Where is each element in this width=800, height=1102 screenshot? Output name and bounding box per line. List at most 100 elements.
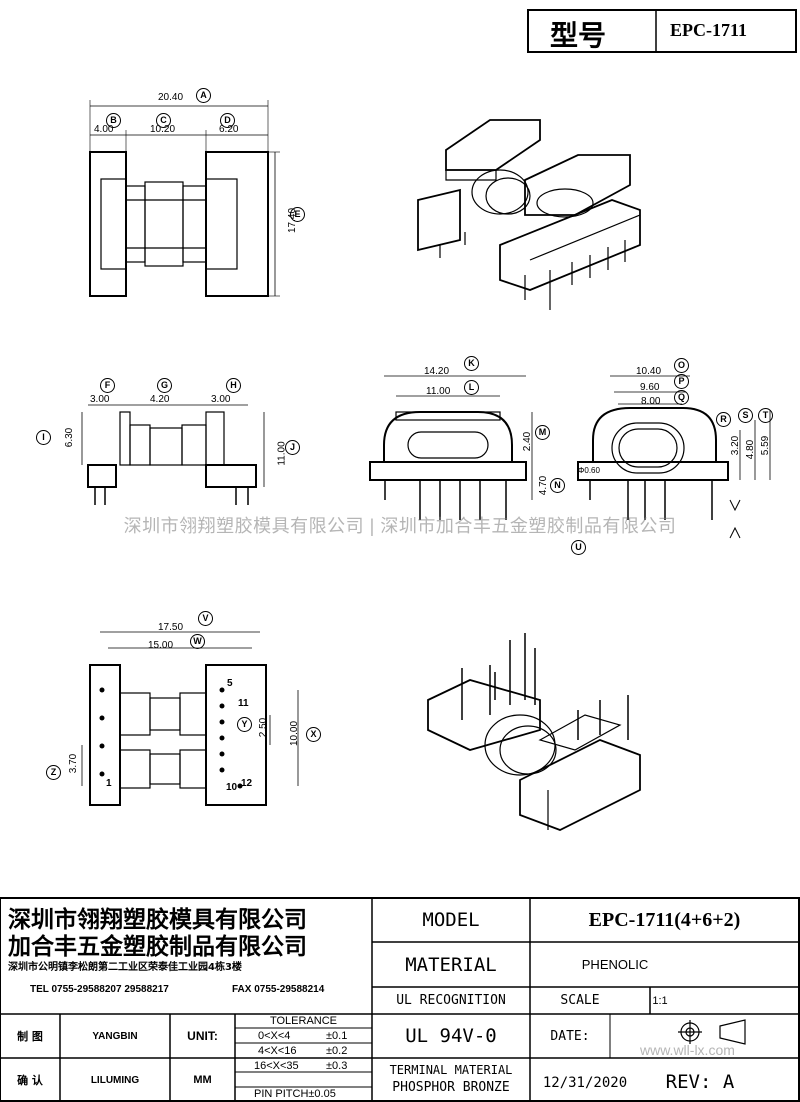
pin-5: 5 [227,678,233,689]
terminal-value: PHOSPHOR BRONZE [392,1079,510,1095]
tolerance-range-3: 16<X<35 [254,1060,299,1072]
callout-a: A [196,88,211,103]
unit-label: UNIT: [187,1029,218,1043]
company-address: 深圳市公明镇李松朗第二工业区荣泰佳工业园4栋3楼 [8,962,242,973]
callout-k: K [464,356,479,371]
dim-s: 4.80 [745,439,757,460]
callout-x: X [306,727,321,742]
material-value: PHENOLIC [581,957,649,972]
tolerance-label: TOLERANCE [269,1015,338,1027]
dim-c: 10.20 [150,124,176,135]
model-value: EPC-1711(4+6+2) [588,908,741,931]
iso-view-bottom [427,633,641,831]
scale-label: SCALE [560,993,600,1008]
dim-r: 3.20 [730,435,742,456]
callout-s: S [738,408,753,423]
tolerance-value-1: ±0.1 [326,1030,348,1042]
callout-r: R [716,412,731,427]
dim-k: 14.20 [424,366,450,377]
callout-b: B [106,113,121,128]
watermark-site: www.wll-lx.com [640,1042,735,1058]
pin-pitch: PIN PITCH±0.05 [254,1088,336,1100]
drawn-by: YANGBIN [92,1030,138,1042]
callout-c: C [156,113,171,128]
pin-12: 12 [241,778,253,789]
dim-m: 2.40 [522,431,534,452]
scale-value: 1:1 [652,994,668,1007]
callout-g: G [157,378,172,393]
tolerance-range-2: 4<X<16 [258,1045,297,1057]
tolerance-value-3: ±0.3 [326,1060,348,1072]
dim-u-value: Φ0.60 [578,466,600,475]
callout-o: O [674,358,689,373]
title-block-grid [0,897,800,1102]
callout-z: Z [46,765,61,780]
callout-i: I [36,430,51,445]
drawn-label: 制 图 [17,1030,43,1043]
dim-h: 3.00 [211,394,231,405]
dim-y: 2.50 [258,717,270,738]
dim-d: 6.20 [219,124,239,135]
callout-d: D [220,113,235,128]
company-tel: TEL 0755-29588207 29588217 [30,984,169,995]
callout-u: U [571,540,586,555]
callout-w: W [190,634,205,649]
dim-t: 5.59 [760,435,772,456]
dim-n: 4.70 [538,475,550,496]
callout-h: H [226,378,241,393]
revision: REV: A [665,1071,735,1093]
callout-l: L [464,380,479,395]
ul-label: UL RECOGNITION [396,993,506,1008]
front-view [369,375,533,520]
header-model-value: EPC-1711 [670,20,748,40]
terminal-label: TERMINAL MATERIAL [389,1063,513,1077]
date-value: 12/31/2020 [542,1075,628,1091]
callout-t: T [758,408,773,423]
checked-by: LILUMING [90,1074,140,1086]
dim-a: 20.40 [158,92,184,103]
company-name-1: 深圳市翎翔塑胶模具有限公司 [8,907,307,933]
callout-j: J [285,440,300,455]
ul-value: UL 94V-0 [405,1025,497,1047]
dim-b: 4.00 [94,124,114,135]
dim-v: 17.50 [158,622,184,633]
pin-11: 11 [238,698,249,709]
end-view [577,375,771,539]
callout-m: M [535,425,550,440]
header-table-frame [527,9,797,53]
callout-p: P [674,374,689,389]
callout-v: V [198,611,213,626]
dim-o: 10.40 [636,366,662,377]
pin-1: 1 [106,778,112,789]
side-view [81,404,265,505]
iso-view-top [417,119,641,310]
dim-p: 9.60 [640,382,660,393]
company-fax: FAX 0755-29588214 [232,984,325,995]
tolerance-range-1: 0<X<4 [258,1030,291,1042]
dim-f: 3.00 [90,394,110,405]
callout-e: E [290,207,305,222]
dim-l: 11.00 [426,386,451,397]
dim-g: 4.20 [150,394,170,405]
top-view [89,100,280,297]
bottom-view [81,631,299,806]
callout-y: Y [237,717,252,732]
unit-value: MM [193,1074,212,1086]
dim-x: 10.00 [289,720,301,747]
dim-z: 3.70 [68,753,80,774]
pin-10: 10 [226,782,238,793]
company-name-2: 加合丰五金塑胶制品有限公司 [8,934,307,960]
model-label: MODEL [422,909,480,931]
callout-f: F [100,378,115,393]
callout-q: Q [674,390,689,405]
dim-w: 15.00 [148,640,174,651]
checked-label: 确 认 [17,1074,43,1087]
callout-n: N [550,478,565,493]
header-model-label: 型号 [550,19,607,52]
dim-i: 6.30 [64,427,76,448]
material-label: MATERIAL [405,953,497,976]
date-label: DATE: [550,1028,590,1044]
watermark-text: 深圳市翎翔塑胶模具有限公司 | 深圳市加合丰五金塑胶制品有限公司 [123,516,677,536]
tolerance-value-2: ±0.2 [326,1045,348,1057]
